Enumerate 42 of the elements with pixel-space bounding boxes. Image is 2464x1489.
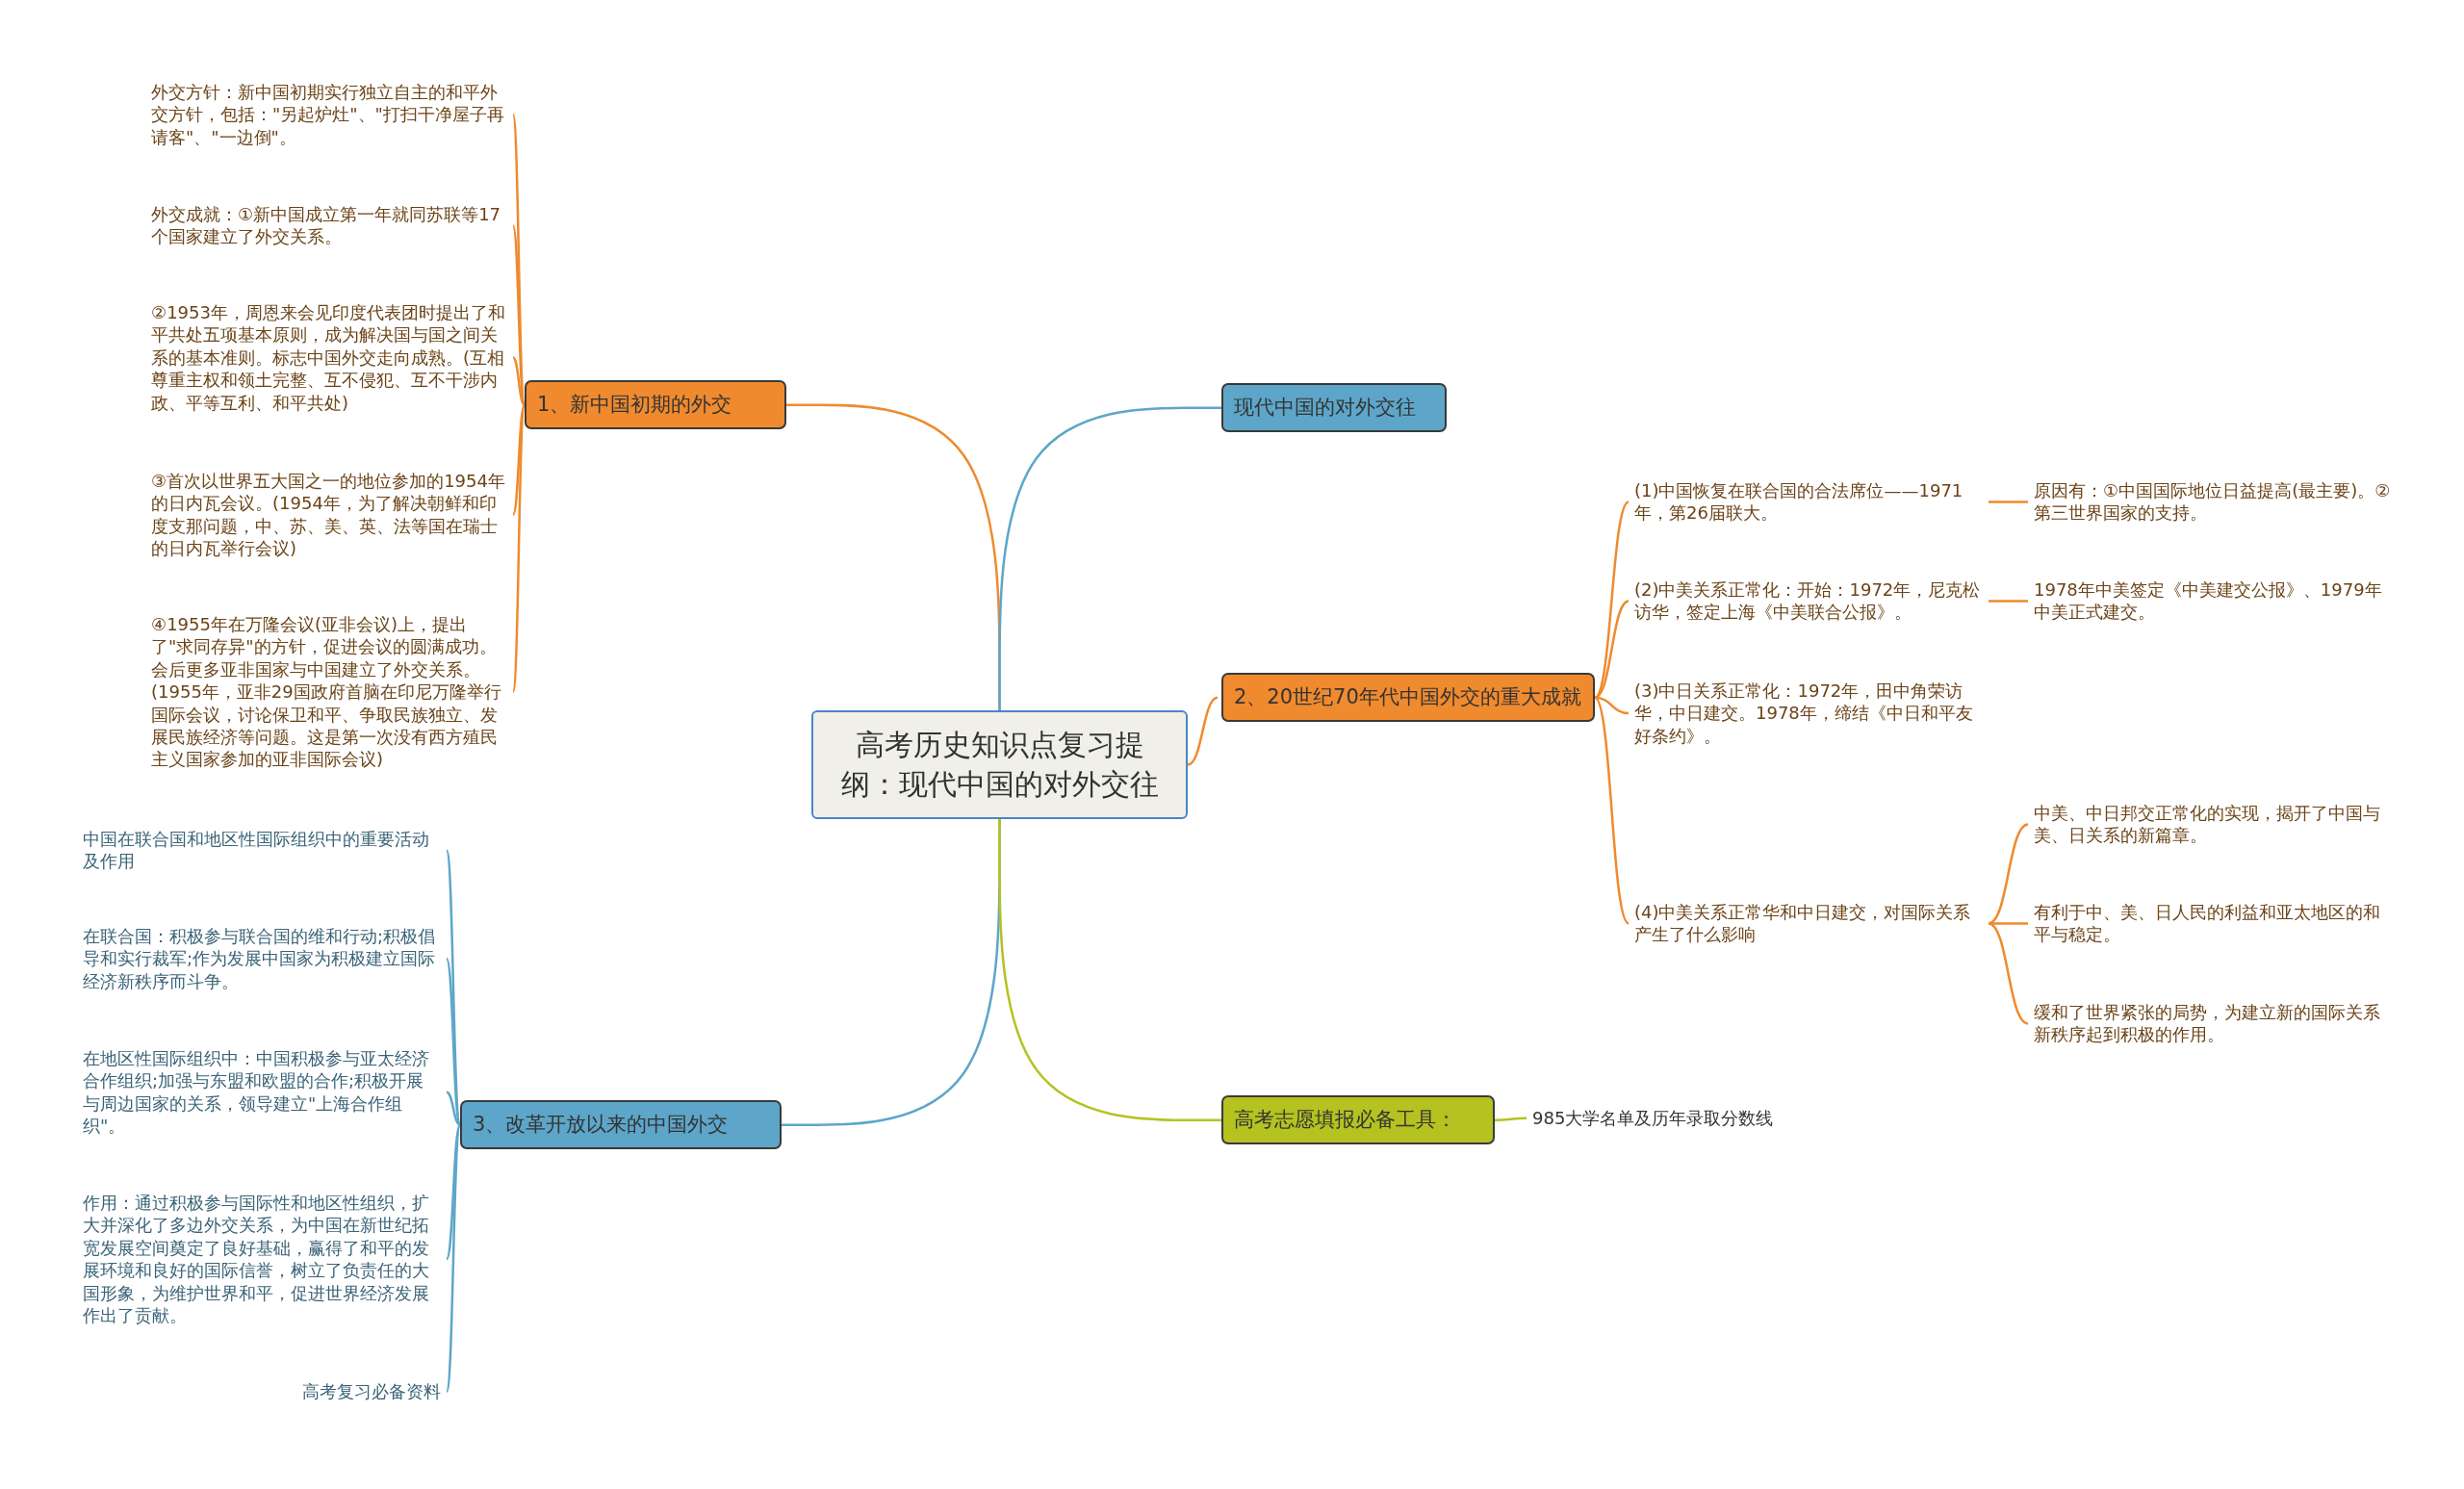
branch-line [998,819,1221,1121]
branch-line [1989,501,2028,503]
branch-line [1187,696,1219,766]
topic-text: 外交成就：①新中国成立第一年就同苏联等17个国家建立了外交关系。 [149,203,509,248]
topic-box: 高考志愿填报必备工具： [1221,1095,1495,1145]
topic-text: (1)中国恢复在联合国的合法席位——1971年，第26届联大。 [1632,479,1989,525]
topic-text: 在联合国：积极参与联合国的维和行动;积极倡导和实行裁军;作为发展中国家为积极建立国际经济新秩序而斗争。 [81,925,443,993]
branch-line [1989,922,2028,925]
topic-text: 作用：通过积极参与国际性和地区性组织，扩大并深化了多边外交关系，为中国在新世纪拓宽发展空间奠定了良好基础，赢得了和平的发展环境和良好的国际信誉，树立了负责任的大国形象，为维护世界和平，促进世界经济发展作出了贡献。 [81,1192,443,1327]
topic-text: ③首次以世界五大国之一的地位参加的1954年的日内瓦会议。(1954年，为了解决朝鲜和印度支那问题，中、苏、美、英、法等国在瑞士的日内瓦举行会议) [149,470,509,560]
topic-text: 缓和了世界紧张的局势，为建立新的国际关系新秩序起到积极的作用。 [2032,1001,2394,1046]
topic-text: ④1955年在万隆会议(亚非会议)上，提出了"求同存异"的方针，促进会议的圆满成功。会后更多亚非国家与中国建立了外交关系。(1955年，亚非29国政府首脑在印尼万隆举行国际会议，讨论保卫和平、争取民族独立、发展民族经济等问题。这是第一次没有西方殖民主义国家参加的亚非国际会议) [149,613,509,771]
topic-text: (2)中美关系正常化：开始：1972年，尼克松访华，签定上海《中美联合公报》。 [1632,578,1989,624]
topic-text: 中美、中日邦交正常化的实现，揭开了中国与美、日关系的新篇章。 [2032,802,2394,847]
branch-line [511,404,526,516]
topic-text: 原因有：①中国国际地位日益提高(最主要)。②第三世界国家的支持。 [2032,479,2394,525]
topic-text: 中国在联合国和地区性国际组织中的重要活动及作用 [81,828,443,873]
branch-line [446,1091,461,1126]
branch-line [1989,600,2028,603]
topic-text: 有利于中、美、日人民的利益和亚太地区的和平与稳定。 [2032,901,2394,946]
topic-text: 985大学名单及历年录取分数线 [1530,1107,1896,1130]
topic-box: 3、改革开放以来的中国外交 [460,1100,782,1150]
branch-line [445,1124,462,1393]
topic-box: 现代中国的对外交往 [1221,383,1447,433]
branch-line [512,356,526,406]
topic-box: 2、20世纪70年代中国外交的重大成就 [1221,673,1595,723]
topic-text: 高考复习必备资料 [279,1380,443,1403]
topic-text: 1978年中美签定《中美建交公报》、1979年中美正式建交。 [2032,578,2394,624]
topic-text: 外交方针：新中国初期实行独立自主的和平外交方针，包括："另起炉灶"、"打扫干净屋子再请客"、"一边倒"。 [149,81,509,149]
branch-line [1988,922,2029,1025]
topic-box: 1、新中国初期的外交 [525,380,786,430]
branch-line [1495,1117,1527,1121]
central-topic: 高考历史知识点复习提纲：现代中国的对外交往 [811,710,1188,819]
topic-text: ②1953年，周恩来会见印度代表团时提出了和平共处五项基本原则，成为解决国与国之间关系的基本准则。标志中国外交走向成熟。(互相尊重主权和领土完整、互不侵犯、互不干涉内政、平等互利、和平共处) [149,301,509,414]
branch-line [511,404,526,693]
branch-line [998,406,1221,710]
topic-text: (3)中日关系正常化：1972年，田中角荣访华，中日建交。1978年，缔结《中日和平友好条约》。 [1632,680,1989,748]
branch-line [1594,696,1630,715]
branch-line [1988,823,2029,925]
topic-text: (4)中美关系正常华和中日建交，对国际关系产生了什么影响 [1632,901,1989,946]
branch-line [1594,696,1630,925]
topic-text: 在地区性国际组织中：中国积极参与亚太经济合作组织;加强与东盟和欧盟的合作;积极开展与周边国家的关系，领导建立"上海合作组织"。 [81,1047,443,1138]
